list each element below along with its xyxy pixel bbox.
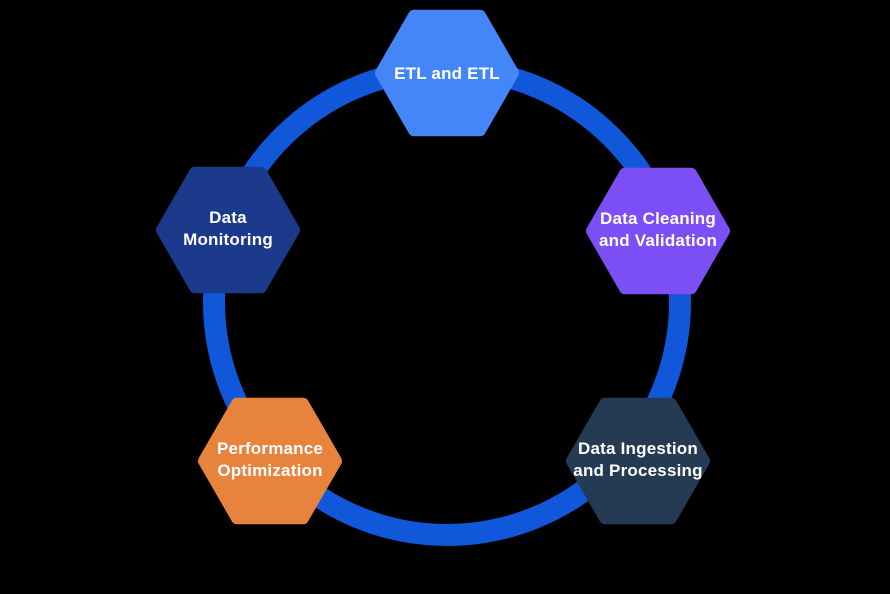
node-performance-optimization: Performance Optimization	[198, 397, 342, 525]
hexagon-shape	[156, 166, 300, 294]
node-label-line: ETL and ETL	[394, 64, 500, 83]
node-data-ingestion: Data Ingestion and Processing	[566, 397, 710, 525]
node-data-cleaning: Data Cleaning and Validation	[586, 167, 730, 295]
hexagon-shape	[586, 167, 730, 295]
node-label-line: and Processing	[573, 461, 702, 480]
node-label-line: Performance	[217, 439, 323, 458]
node-label-line: Data Ingestion	[578, 439, 698, 458]
node-label-line: Data Cleaning	[600, 209, 716, 228]
node-label-line: and Validation	[599, 231, 717, 250]
node-etl-and-etl: ETL and ETL	[375, 9, 519, 137]
hexagon-shape	[566, 397, 710, 525]
hexagon-shape	[375, 9, 519, 137]
node-label-line: Monitoring	[183, 230, 273, 249]
node-label-line: Data	[209, 208, 247, 227]
hexagon-shape	[198, 397, 342, 525]
node-label-line: Optimization	[217, 461, 322, 480]
node-data-monitoring: Data Monitoring	[156, 166, 300, 294]
hexagon-nodes: ETL and ETL Data Cleaning and Validation…	[156, 9, 730, 525]
